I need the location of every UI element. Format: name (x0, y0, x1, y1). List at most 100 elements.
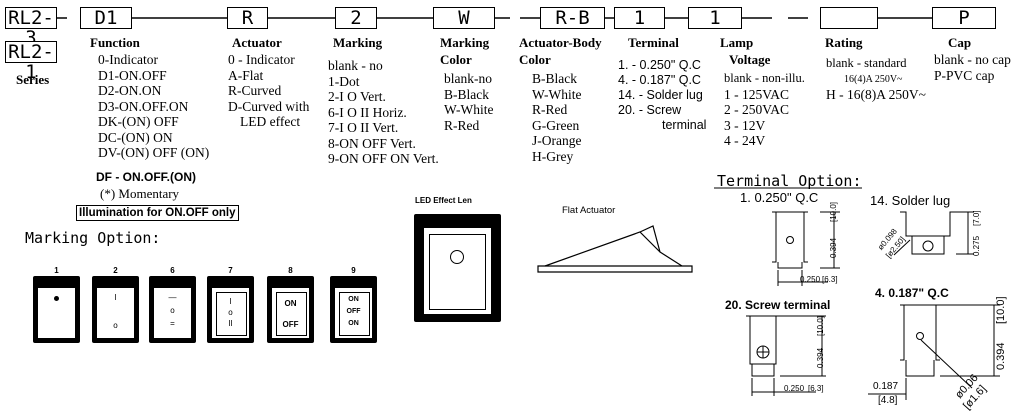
dim-t20-width-mm: [6.3] (808, 384, 824, 393)
function-code-box: D1 (80, 7, 132, 29)
marking-color-item: B-Black (444, 86, 489, 102)
body-color-item: H-Grey (532, 148, 574, 164)
switch-6 (149, 276, 196, 343)
switch-8 (267, 276, 314, 343)
terminal-item: 1. - 0.250" Q.C (618, 58, 701, 72)
rating-item: 16(4)A 250V~ (844, 73, 903, 85)
terminal-code-box: 1 (614, 7, 665, 29)
marking-list: blank - no 1-Dot 2-I O Vert. 6-I O II Ho… (328, 58, 439, 167)
function-list: 0-Indicator D1-ON.OFF D2-ON.ON D3-ON.OFF… (98, 52, 209, 161)
cap-item: P-PVC cap (934, 67, 995, 83)
switch-number: 6 (170, 266, 175, 275)
marking-item: 8-ON OFF Vert. (328, 135, 416, 151)
function-item-df: DF - ON.OFF.(ON) (96, 170, 196, 184)
function-item: D3-ON.OFF.ON (98, 98, 189, 114)
switch-1 (33, 276, 80, 343)
mark-text: I (229, 297, 232, 306)
dim-t1-width-mm: [6.3] (822, 275, 838, 284)
marking-color-item: W-White (444, 102, 494, 117)
lamp-title-2: Voltage (729, 52, 771, 67)
mark-text: OFF (346, 308, 361, 315)
dim-t20-height: 0.394 (816, 347, 825, 368)
mark-text: o (228, 308, 233, 317)
cap-list: blank - no cap P-PVC cap (934, 52, 1011, 83)
lamp-item: 4 - 24V (724, 133, 766, 148)
mark-text: = (170, 319, 175, 328)
function-item: D1-ON.OFF (98, 67, 167, 83)
body-color-item: B-Black (532, 71, 577, 86)
terminal-20-label: 20. Screw terminal (725, 298, 831, 312)
switch-8-marks: ON OFF (267, 297, 314, 331)
switch-number: 7 (228, 266, 233, 275)
marking-color-code-box: W (433, 7, 495, 29)
switch-7-marks: I o II (207, 296, 254, 329)
actuator-item: R-Curved (228, 83, 282, 98)
dim-t4-width-mm: [4.8] (878, 395, 898, 406)
momentary-note: (*) Momentary (100, 186, 180, 201)
rating-code-box (820, 7, 878, 29)
dim-t4-width: 0.187 (873, 381, 899, 392)
function-item: 0-Indicator (98, 52, 158, 67)
led-window-icon (450, 250, 464, 264)
function-item: D2-ON.ON (98, 83, 162, 98)
terminal-item: 14. - Solder lug (618, 88, 703, 102)
terminal-item: terminal (662, 118, 707, 132)
actuator-item: D-Curved with (228, 98, 310, 114)
mark-text: OFF (282, 320, 299, 329)
actuator-title: Actuator (232, 35, 282, 50)
cap-item: blank - no cap (934, 52, 1011, 67)
actuator-list: 0 - Indicator A-Flat R-Curved D-Curved w… (228, 52, 309, 130)
function-title: Function (90, 35, 140, 50)
lamp-list: blank - non-illu. 1 - 125VAC 2 - 250VAC … (724, 71, 805, 149)
marking-item: blank - no (328, 58, 383, 73)
marking-color-item: R-Red (444, 117, 480, 133)
lamp-item: 3 - 12V (724, 117, 766, 133)
lamp-item: 2 - 250VAC (724, 102, 790, 117)
cap-title: Cap (948, 35, 972, 50)
lamp-title: Lamp (720, 35, 754, 50)
lamp-code-box: 1 (688, 7, 742, 29)
body-color-list: B-Black W-White R-Red G-Green J-Orange H… (532, 71, 581, 164)
dim-t14-height-mm: [7.0] (972, 210, 981, 226)
function-item: DV-(ON) OFF (ON) (98, 145, 210, 160)
switch-2-marks: I o (92, 292, 139, 331)
dim-t1-height: 0.394 (829, 237, 838, 258)
dim-t4-height-mm: [10.0] (995, 296, 1007, 324)
body-color-title-2: Color (519, 52, 551, 67)
body-color-item: J-Orange (532, 133, 582, 148)
marking-color-title: Marking (440, 35, 490, 50)
dim-t1-width: 0.250 (800, 275, 821, 284)
terminal-title: Terminal (628, 35, 679, 50)
lamp-item: 1 - 125VAC (724, 86, 790, 102)
led-effect-rocker (429, 234, 486, 310)
terminal-1-label: 1. 0.250" Q.C (740, 190, 819, 205)
marking-item: 9-ON OFF ON Vert. (328, 151, 439, 166)
dim-t20-height-mm: [10.0] (816, 315, 825, 336)
rating-item: blank - standard (826, 56, 907, 70)
body-color-code-box: R-B (540, 7, 605, 29)
terminal-item: 20. - Screw (618, 103, 682, 117)
body-color-item: W-White (532, 86, 582, 102)
actuator-code-box: R (227, 7, 268, 29)
actuator-item: 0 - Indicator (228, 52, 295, 67)
mark-text: ON (284, 299, 297, 308)
marking-color-item: blank-no (444, 71, 492, 86)
dim-t20-width: 0.250 (784, 384, 805, 393)
marking-item: 6-I O II Horiz. (328, 104, 407, 120)
lamp-item: blank - non-illu. (724, 71, 805, 85)
terminal-option-title: Terminal Option: (717, 172, 862, 190)
marking-item: 1-Dot (328, 73, 360, 89)
mark-text: — (168, 293, 177, 302)
switch-number: 2 (113, 266, 118, 275)
switch-7 (207, 276, 254, 343)
marking-item: 2-I O Vert. (328, 89, 386, 104)
mark-text: ON (348, 320, 359, 327)
led-effect-label: LED Effect Len (415, 196, 472, 205)
series-label: Series (16, 72, 50, 87)
cap-code-box: P (932, 7, 996, 29)
mark-text: II (228, 319, 233, 328)
